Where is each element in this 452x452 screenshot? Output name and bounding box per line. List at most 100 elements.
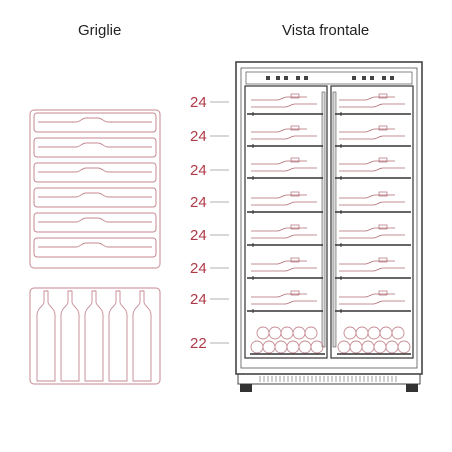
shelf-list (33, 112, 157, 258)
bottle-profile (339, 96, 395, 101)
right-door (330, 85, 414, 359)
bottle-end (385, 340, 399, 354)
bottle-profile (339, 135, 405, 140)
bottle-tray-panel (29, 287, 161, 385)
bottle-end (349, 340, 363, 354)
bottle-end (367, 326, 381, 340)
tray-bottle (36, 290, 56, 382)
bottle-end (391, 326, 405, 340)
capacity-label: 24 (190, 260, 207, 277)
cabinet-shelves (247, 93, 411, 313)
control-dot (284, 76, 288, 80)
tray-bottle (132, 290, 152, 382)
control-dot (382, 76, 386, 80)
bottle-end (355, 326, 369, 340)
bottle-profile (251, 194, 307, 199)
title-shelves: Griglie (78, 22, 122, 39)
bottle-neck (378, 157, 388, 163)
bottle-profile (339, 267, 405, 272)
bottle-profile (251, 234, 317, 239)
cabinet-shelf (335, 157, 411, 180)
bottle-end (292, 326, 306, 340)
bottle-end (361, 340, 375, 354)
right-door-handle (332, 91, 337, 348)
shelf (33, 237, 157, 258)
bottle-profile (339, 103, 405, 108)
bottle-end (379, 326, 393, 340)
shelf (33, 187, 157, 208)
bottle-stack (337, 326, 411, 355)
bottle-profile-line (38, 217, 152, 223)
control-dot (304, 76, 308, 80)
cabinet-inner (240, 67, 418, 369)
bottle-end (262, 340, 276, 354)
cabinet-shelf (335, 290, 411, 313)
bottle-neck (378, 125, 388, 131)
control-dot (352, 76, 356, 80)
bottle-neck (378, 257, 388, 263)
bottle-profile (251, 201, 317, 206)
cabinet-shelf (335, 191, 411, 214)
bottle-end (298, 340, 312, 354)
bottle-tray-frame (29, 287, 161, 385)
tray-bottle (84, 290, 104, 382)
bottle-profile (251, 260, 307, 265)
bottle-profile (339, 194, 395, 199)
shelf-outline (33, 112, 157, 133)
bottle-end (268, 326, 282, 340)
bottle-end (337, 340, 351, 354)
bottle-end (397, 340, 411, 354)
control-dot (266, 76, 270, 80)
left-door (244, 85, 328, 359)
bottle-end (343, 326, 357, 340)
bottle-profile (251, 293, 307, 298)
tray-bottle (60, 290, 80, 382)
bottle-profile (251, 103, 317, 108)
bottle-neck (290, 157, 300, 163)
cabinet-shelf (247, 290, 323, 313)
title-front-view: Vista frontale (282, 22, 370, 39)
bottle-end (274, 340, 288, 354)
bottle-neck (290, 191, 300, 197)
cabinet-bottom-bottles (250, 326, 411, 355)
tray-bottle (108, 290, 128, 382)
cabinet-shelf (335, 257, 411, 280)
bottle-end (250, 340, 264, 354)
shelf-outline (33, 162, 157, 183)
shelves-panel (29, 109, 161, 269)
bottle-profile (251, 96, 307, 101)
bottle-profile (251, 160, 307, 165)
capacity-label: 24 (190, 291, 207, 308)
shelf-outline (33, 237, 157, 258)
bottle-profile (339, 201, 405, 206)
capacity-label: 24 (190, 194, 207, 211)
cabinet-shelf (247, 257, 323, 280)
shelf-outline (33, 187, 157, 208)
cabinet-shelf (335, 224, 411, 247)
shelf (33, 212, 157, 233)
foot-right (406, 384, 418, 392)
bottle-profile (339, 167, 405, 172)
control-indicators (266, 76, 394, 80)
bottle-neck (290, 290, 300, 296)
bottle-end (280, 326, 294, 340)
control-dot (390, 76, 394, 80)
cabinet-shelf (247, 157, 323, 180)
bottle-profile (339, 128, 395, 133)
bottle-neck (378, 290, 388, 296)
capacity-label: 22 (190, 335, 207, 352)
cabinet-shelf (247, 191, 323, 214)
bottle-profile (251, 267, 317, 272)
cabinet-base (237, 373, 421, 385)
bottle-neck (290, 257, 300, 263)
bottle-neck (290, 93, 300, 99)
bottle-profile-line (38, 117, 152, 123)
cabinet-shelf (247, 93, 323, 116)
bottle-profile (339, 293, 395, 298)
shelf-outline (33, 212, 157, 233)
bottle-profile-line (38, 142, 152, 148)
bottle-stack (250, 326, 325, 355)
bottle-profile-line (38, 167, 152, 173)
